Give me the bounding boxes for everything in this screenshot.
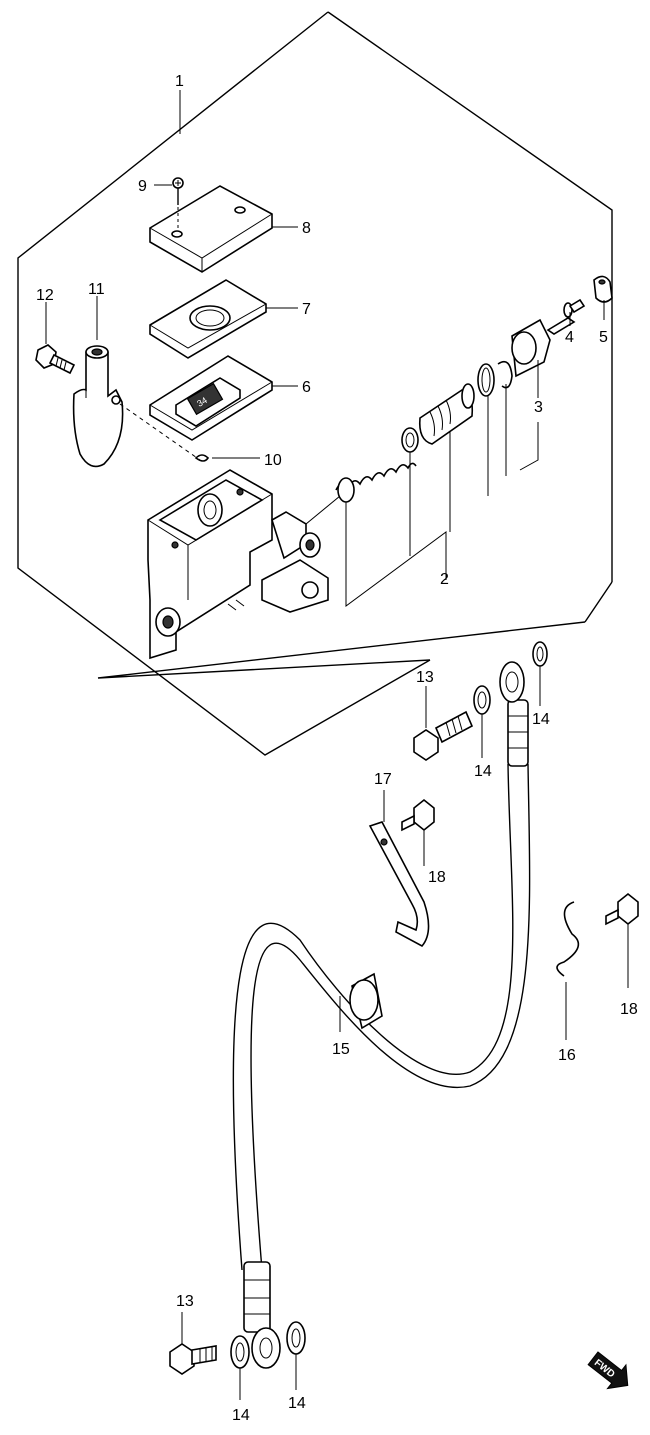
callout-18-lower: 18 (620, 1001, 638, 1018)
callout-18-upper: 18 (428, 869, 446, 886)
callout-6: 6 (302, 379, 311, 396)
callout-13-upper: 13 (416, 669, 434, 686)
dust-boot-3 (511, 318, 551, 471)
piston-set-2 (335, 360, 513, 607)
callout-12: 12 (36, 287, 54, 304)
assembly-boundary (17, 11, 613, 756)
callout-14-d: 14 (288, 1395, 306, 1412)
banjo-bolt-13-upper (413, 686, 474, 761)
diaphragm-plate-7 (149, 279, 267, 359)
banjo-bolt-13-lower (169, 1312, 217, 1375)
pushrod-4 (546, 298, 586, 335)
callout-14-b: 14 (532, 711, 550, 728)
callout-9: 9 (138, 178, 147, 195)
leader-lines (45, 90, 298, 459)
callout-1: 1 (175, 73, 184, 90)
callout-4: 4 (565, 329, 574, 346)
callout-11: 11 (88, 281, 105, 298)
hose-guide-17 (368, 790, 430, 948)
callouts: 1 9 8 7 6 10 11 12 5 4 3 3 2 13 14 14 17… (36, 73, 638, 1424)
bolt-12 (35, 344, 76, 375)
bolt-18-lower (605, 892, 639, 988)
callout-15: 15 (332, 1041, 350, 1058)
callout-14-a: 14 (474, 763, 492, 780)
callout-8: 8 (302, 220, 311, 237)
clamp-11 (72, 345, 201, 468)
reservoir-cap-8 (149, 185, 273, 273)
screw-9 (172, 177, 184, 205)
pin-5 (593, 275, 613, 320)
callout-13-lower: 13 (176, 1293, 194, 1310)
callout-2: 2 (440, 571, 449, 588)
master-cylinder-body (147, 469, 341, 660)
clutch-hose-15 (232, 661, 531, 1369)
callout-7: 7 (302, 301, 311, 318)
svg-text:34: 34 (195, 395, 209, 409)
clip-10 (194, 454, 210, 462)
washers-14-upper (473, 641, 548, 758)
callout-14-c: 14 (232, 1407, 250, 1424)
washers-14-lower (230, 1321, 306, 1400)
callout-5: 5 (599, 329, 608, 346)
callout-17: 17 (374, 771, 392, 788)
forward-arrow-icon: FWD (587, 1351, 629, 1390)
bolt-18-upper (401, 798, 435, 866)
hose-clip-16 (556, 901, 580, 1040)
callout-10: 10 (264, 452, 282, 469)
diaphragm-6: 34 (149, 355, 273, 441)
callout-3-upper: 3 (534, 399, 543, 416)
callout-16: 16 (558, 1047, 576, 1064)
